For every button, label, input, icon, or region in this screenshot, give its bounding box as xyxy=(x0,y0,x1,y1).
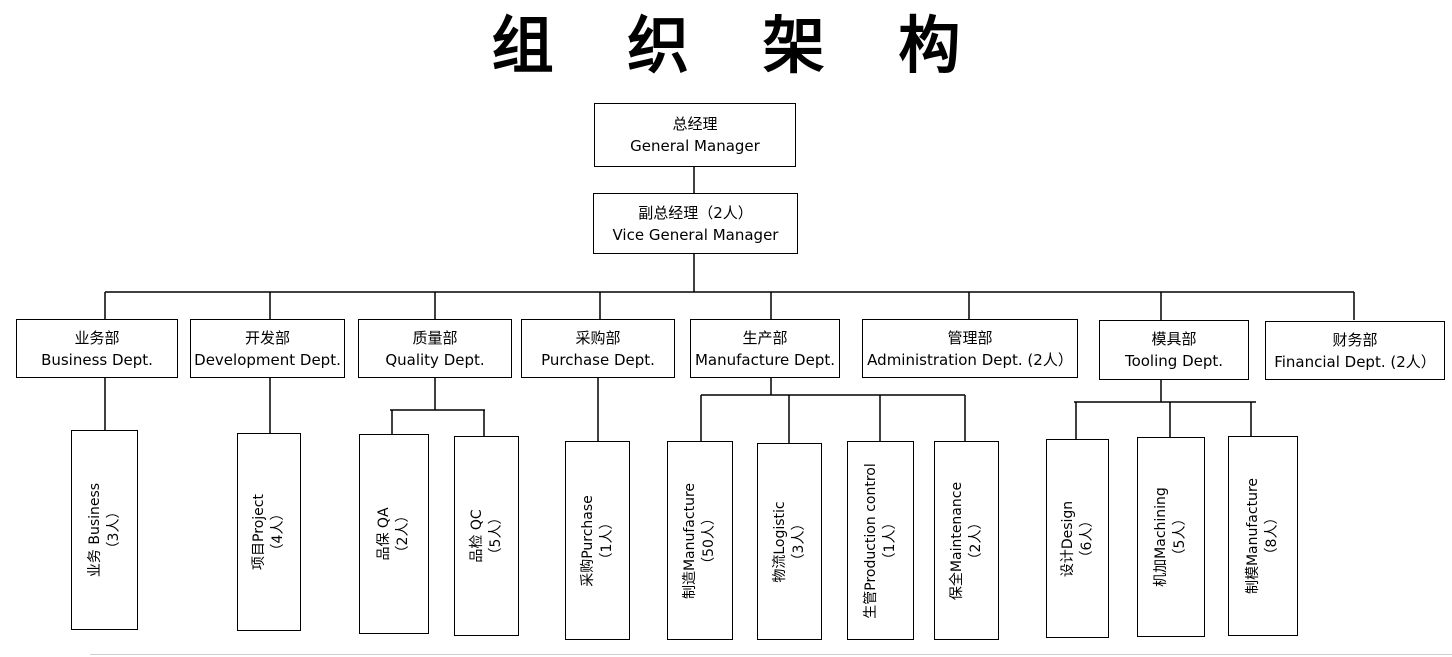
unit-count: （8人） xyxy=(1264,510,1280,562)
unit-label: 制造Manufacture xyxy=(682,482,698,599)
unit-text: 机加Machining （5人） xyxy=(1152,487,1190,587)
department-cn: 质量部 xyxy=(412,328,458,347)
department-en: Manufacture Dept. xyxy=(694,350,836,369)
unit-label: 采购Purchase xyxy=(579,494,596,587)
unit-label: 设计Design xyxy=(1059,500,1076,577)
unit-qc: 品检 QC （5人） xyxy=(454,436,519,636)
department-cn: 开发部 xyxy=(244,328,290,347)
unit-text: 品保 QA （2人） xyxy=(375,507,413,560)
unit-project: 项目Project （4人） xyxy=(237,433,301,631)
unit-maintenance: 保全Maintenance （2人） xyxy=(934,441,999,640)
unit-label: 品保 QA xyxy=(376,507,392,561)
unit-production-control: 生管Production control （1人） xyxy=(847,441,914,640)
department-en: Tooling Dept. xyxy=(1124,352,1224,370)
unit-count: （4人） xyxy=(270,506,286,558)
unit-text: 制模Manufacture （8人） xyxy=(1244,478,1282,594)
bottom-divider xyxy=(90,654,1452,655)
unit-count: （5人） xyxy=(1172,511,1188,563)
department-en: Quality Dept. xyxy=(385,350,485,369)
unit-business: 业务 Business （3人） xyxy=(71,430,138,630)
unit-count: （6人） xyxy=(1078,513,1095,564)
department-manufacture: 生产部 Manufacture Dept. xyxy=(690,319,840,378)
unit-text: 设计Design （6人） xyxy=(1059,500,1097,576)
unit-count: （1人） xyxy=(598,515,615,566)
department-en: Business Dept. xyxy=(41,350,153,369)
unit-label: 机加Machining xyxy=(1153,487,1169,587)
unit-label: 制模Manufacture xyxy=(1245,477,1261,595)
unit-design: 设计Design （6人） xyxy=(1046,439,1109,638)
unit-qa: 品保 QA （2人） xyxy=(359,434,429,634)
department-business: 业务部 Business Dept. xyxy=(16,319,178,378)
department-cn: 管理部 xyxy=(947,328,993,347)
vice-general-manager-box: 副总经理（2人） Vice General Manager xyxy=(593,193,798,254)
unit-text: 制造Manufacture （50人） xyxy=(681,482,719,598)
unit-label: 保全Maintenance xyxy=(948,481,965,600)
department-purchase: 采购部 Purchase Dept. xyxy=(521,319,675,378)
unit-label: 生管Production control xyxy=(862,462,879,619)
unit-text: 品检 QC （5人） xyxy=(468,509,506,562)
department-development: 开发部 Development Dept. xyxy=(190,319,345,378)
unit-label: 项目Project xyxy=(251,494,267,570)
unit-count: （1人） xyxy=(881,515,898,566)
department-administration: 管理部 Administration Dept. (2人） xyxy=(862,319,1078,378)
unit-text: 物流Logistic （3人） xyxy=(771,501,809,582)
vice-general-manager-en: Vice General Manager xyxy=(612,225,779,244)
unit-text: 业务 Business （3人） xyxy=(86,483,124,577)
department-en: Financial Dept. (2人） xyxy=(1274,352,1436,371)
department-cn: 采购部 xyxy=(575,328,621,347)
unit-count: （3人） xyxy=(105,504,122,556)
unit-text: 项目Project （4人） xyxy=(250,494,288,570)
vice-general-manager-cn: 副总经理（2人） xyxy=(638,203,753,222)
department-cn: 业务部 xyxy=(74,328,120,347)
unit-purchase: 采购Purchase （1人） xyxy=(565,441,630,640)
unit-mold-manufacture: 制模Manufacture （8人） xyxy=(1228,436,1298,636)
unit-count: （5人） xyxy=(487,510,504,562)
unit-label: 品检 QC xyxy=(468,509,485,563)
department-quality: 质量部 Quality Dept. xyxy=(358,319,512,378)
department-tooling: 模具部 Tooling Dept. xyxy=(1099,320,1249,380)
unit-text: 保全Maintenance （2人） xyxy=(948,481,986,599)
general-manager-cn: 总经理 xyxy=(672,115,718,133)
unit-text: 生管Production control （1人） xyxy=(862,463,900,618)
department-cn: 模具部 xyxy=(1151,330,1197,348)
unit-logistic: 物流Logistic （3人） xyxy=(757,443,822,640)
department-cn: 生产部 xyxy=(742,328,788,347)
general-manager-en: General Manager xyxy=(630,137,760,155)
unit-label: 物流Logistic xyxy=(771,500,788,583)
department-en: Development Dept. xyxy=(194,350,341,369)
department-en: Purchase Dept. xyxy=(541,350,655,369)
unit-text: 采购Purchase （1人） xyxy=(579,495,617,587)
department-cn: 财务部 xyxy=(1332,330,1378,349)
unit-count: （2人） xyxy=(395,508,411,560)
unit-count: （3人） xyxy=(790,516,807,567)
unit-count: （50人） xyxy=(701,510,717,571)
chart-title: 组 织 架 构 xyxy=(491,9,987,82)
general-manager-box: 总经理 General Manager xyxy=(594,103,796,167)
department-en: Administration Dept. (2人） xyxy=(867,350,1073,369)
unit-manufacture: 制造Manufacture （50人） xyxy=(667,441,733,640)
unit-label: 业务 Business xyxy=(86,482,103,578)
department-financial: 财务部 Financial Dept. (2人） xyxy=(1265,321,1445,380)
unit-count: （2人） xyxy=(967,515,984,566)
unit-machining: 机加Machining （5人） xyxy=(1137,437,1205,637)
